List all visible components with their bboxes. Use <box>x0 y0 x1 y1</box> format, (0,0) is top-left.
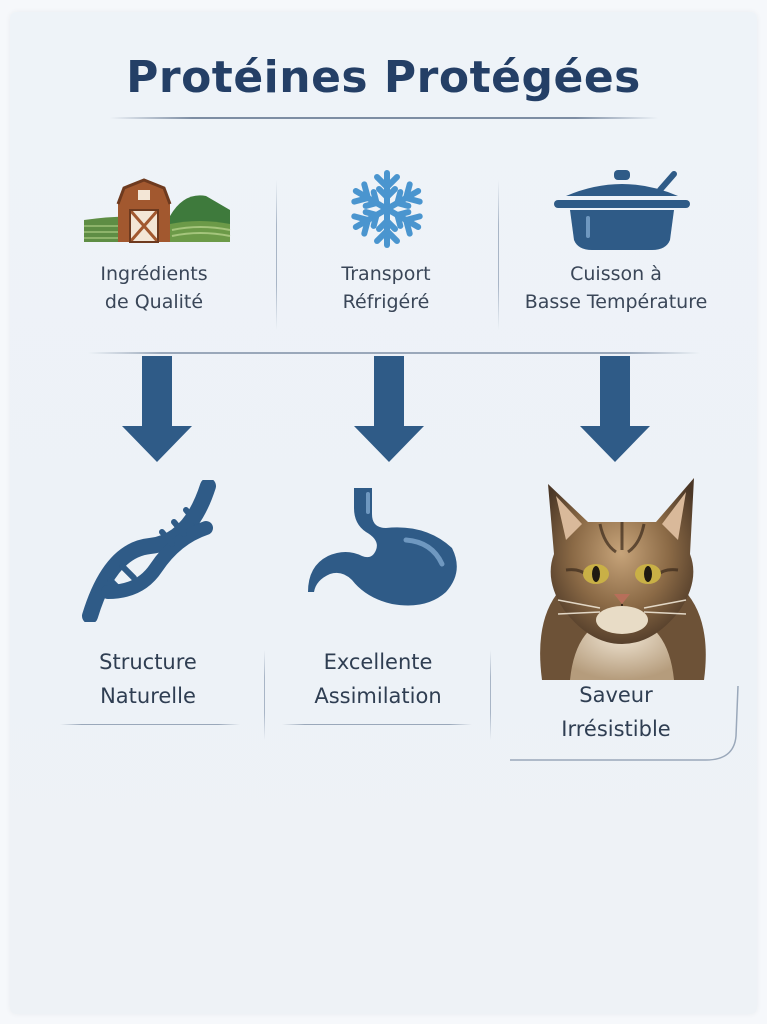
label-line: Excellente <box>323 650 433 674</box>
label-line: Réfrigéré <box>342 291 430 313</box>
top-row-rule <box>88 352 700 354</box>
label-line: Irrésistible <box>561 717 671 741</box>
underline-saveur <box>510 685 739 761</box>
label-cuisson: Cuisson à Basse Température <box>506 260 726 316</box>
label-line: Cuisson à <box>570 263 662 285</box>
label-assimilation: Excellente Assimilation <box>286 645 470 713</box>
top-divider-2 <box>498 180 499 330</box>
label-line: Structure <box>99 650 197 674</box>
infographic-card <box>10 12 757 1014</box>
title-underline <box>110 117 658 119</box>
down-arrow-1 <box>122 356 192 462</box>
label-line: Saveur <box>579 683 653 707</box>
page-title: Protéines Protégées <box>126 52 641 103</box>
label-line: de Qualité <box>104 291 204 313</box>
label-line: Ingrédients <box>100 263 208 285</box>
farm-icon <box>84 178 231 243</box>
underline-assimilation <box>282 724 472 725</box>
bottom-divider-2 <box>490 650 491 740</box>
stomach-icon <box>308 488 457 606</box>
snowflake-icon <box>346 170 428 250</box>
bottom-divider-1 <box>264 650 265 740</box>
label-transport: Transport Réfrigéré <box>296 260 476 316</box>
underline-structure <box>60 724 240 725</box>
label-ingredients: Ingrédients de Qualité <box>64 260 244 316</box>
down-arrow-3 <box>580 356 650 462</box>
label-structure: Structure Naturelle <box>58 645 238 713</box>
cooking-pot-icon <box>554 170 690 250</box>
label-line: Assimilation <box>314 684 442 708</box>
label-line: Naturelle <box>100 684 196 708</box>
top-divider-1 <box>276 180 277 330</box>
label-line: Transport <box>341 263 431 285</box>
label-saveur: Saveur Irrésistible <box>524 678 708 746</box>
dna-icon <box>82 480 216 622</box>
label-line: Basse Température <box>524 291 708 313</box>
cat-icon <box>540 478 706 680</box>
down-arrow-2 <box>354 356 424 462</box>
